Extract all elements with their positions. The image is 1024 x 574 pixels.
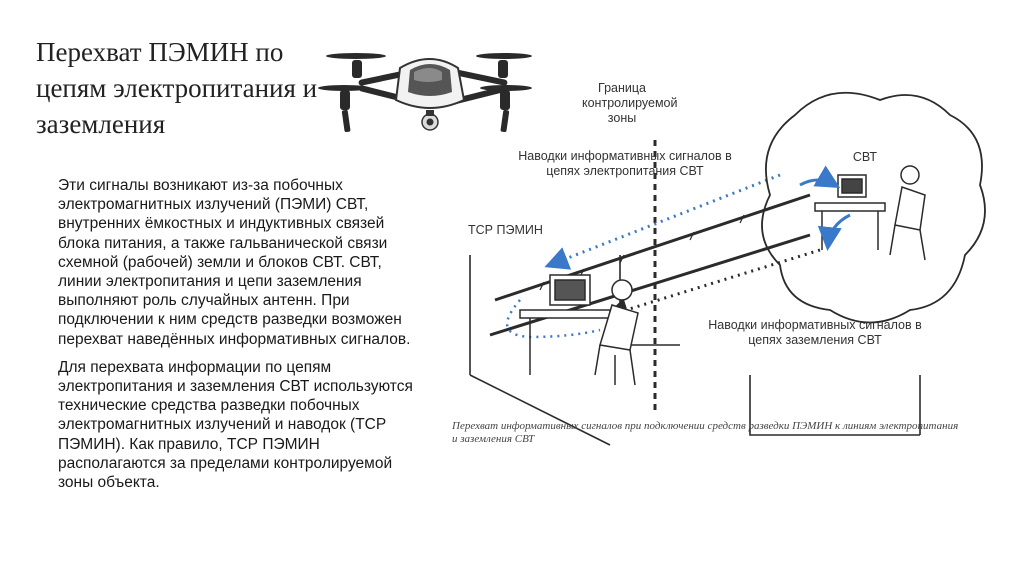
ground-interference-arrow	[604, 248, 821, 322]
svt-workstation	[814, 165, 926, 261]
figure-caption: Перехват информативных сигналов при подк…	[452, 420, 959, 445]
paragraph-2: Для перехвата информации по цепям электр…	[58, 358, 413, 492]
drone-illustration	[318, 53, 532, 133]
svt-label: СВТ	[852, 150, 878, 164]
diagram-drawing	[469, 91, 986, 446]
power-interference-label: Наводки информативных сигналов в цепях э…	[518, 149, 732, 178]
body-text: Эти сигналы возникают из-за побочных эле…	[58, 176, 418, 501]
ground-interference-label: Наводки информативных сигналов в цепях з…	[708, 318, 922, 347]
controlled-zone-cloud	[761, 91, 986, 324]
interception-diagram: Граница контролируемой зоны Наводки инфо…	[450, 75, 1000, 455]
slide-title: Перехват ПЭМИН по цепям электропитания и…	[36, 37, 318, 139]
boundary-label: Граница контролируемой зоны	[582, 81, 678, 125]
paragraph-1: Эти сигналы возникают из-за побочных эле…	[58, 177, 411, 348]
tsr-operator	[519, 274, 639, 386]
power-interference-arrow	[544, 173, 781, 270]
tsr-label: ТСР ПЭМИН	[468, 223, 543, 237]
